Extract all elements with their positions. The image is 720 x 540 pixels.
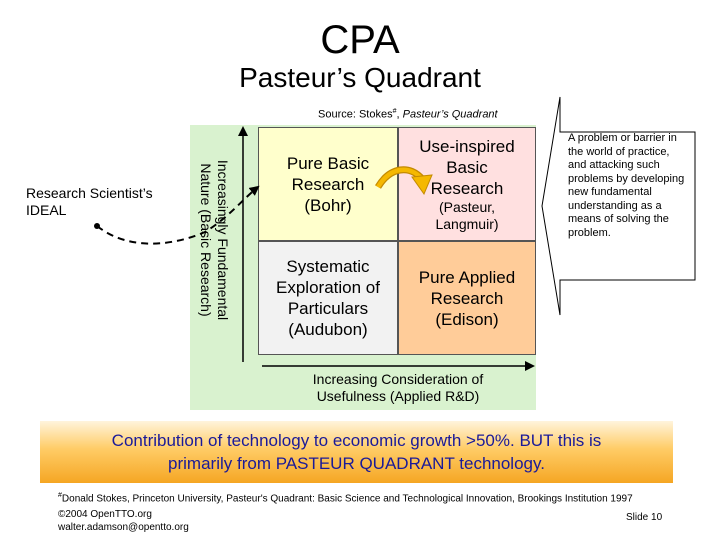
- slide-number: Slide 10: [626, 512, 663, 523]
- source-separator: ,: [396, 108, 403, 121]
- quadrant-text: Systematic: [286, 257, 370, 276]
- quadrant-text: Particulars: [287, 299, 369, 318]
- quadrant-systematic-exploration: Systematic Exploration of Particulars (A…: [258, 241, 398, 355]
- axis-label-line: Increasing Consideration of: [312, 371, 484, 387]
- copyright: ©2004 OpenTTO.org walter.adamson@opentto…: [58, 508, 189, 534]
- quadrant-text: Pure Applied: [418, 267, 516, 287]
- source-citation: Source: Stokes#, Pasteur’s Quadrant: [318, 108, 498, 121]
- source-mark: #: [392, 108, 397, 115]
- callout-text: A problem or barrier in the world of pra…: [568, 132, 685, 239]
- curved-orange-arrowhead: [411, 174, 433, 196]
- quadrant-text: Research: [291, 174, 365, 194]
- quadrant-text: (Audubon): [288, 320, 368, 339]
- source-prefix: Source: Stokes: [318, 108, 393, 121]
- quadrant-text: Use-inspired: [419, 136, 515, 156]
- banner-line: Contribution of technology to economic g…: [111, 431, 602, 450]
- quadrant-text: Research: [430, 178, 504, 198]
- quadrant-text: Research: [430, 288, 504, 308]
- contribution-banner: Contribution of technology to economic g…: [40, 421, 673, 483]
- horizontal-axis-label: Increasing Consideration of Usefulness (…: [270, 371, 526, 405]
- dashed-curved-arrow: [96, 185, 260, 245]
- footnote-text: Donald Stokes, Princeton University, Pas…: [61, 493, 633, 505]
- quadrant-pure-applied: Pure Applied Research (Edison): [398, 241, 536, 355]
- slide-subtitle: Pasteur’s Quadrant: [239, 62, 481, 93]
- copyright-email: walter.adamson@opentto.org: [58, 522, 189, 533]
- quadrant-text: (Bohr): [304, 195, 352, 215]
- copyright-line: ©2004 OpenTTO.org: [58, 509, 152, 520]
- quadrant-text: (Edison): [435, 309, 499, 329]
- axis-label-line: Usefulness (Applied R&D): [316, 388, 480, 404]
- quadrant-text: Exploration of: [276, 278, 380, 297]
- quadrant-text: Pure Basic: [286, 153, 370, 173]
- callout-arrow-shape: [541, 96, 696, 316]
- footnote-mark: #: [58, 492, 62, 499]
- scientist-label-line: IDEAL: [26, 202, 67, 218]
- quadrant-text: (Pasteur,: [438, 198, 496, 215]
- research-scientist-label: Research Scientist’s IDEAL: [26, 185, 153, 219]
- slide-title: CPA: [320, 18, 400, 62]
- banner-line: primarily from PASTEUR QUADRANT technolo…: [168, 454, 545, 473]
- quadrant-text: Langmuir): [435, 215, 499, 232]
- scientist-label-line: Research Scientist’s: [26, 185, 153, 201]
- source-work: Pasteur’s Quadrant: [402, 108, 498, 121]
- quadrant-text: Basic: [446, 157, 488, 177]
- quadrant-pure-basic: Pure Basic Research (Bohr): [258, 127, 398, 241]
- footnote: #Donald Stokes, Princeton University, Pa…: [58, 492, 633, 504]
